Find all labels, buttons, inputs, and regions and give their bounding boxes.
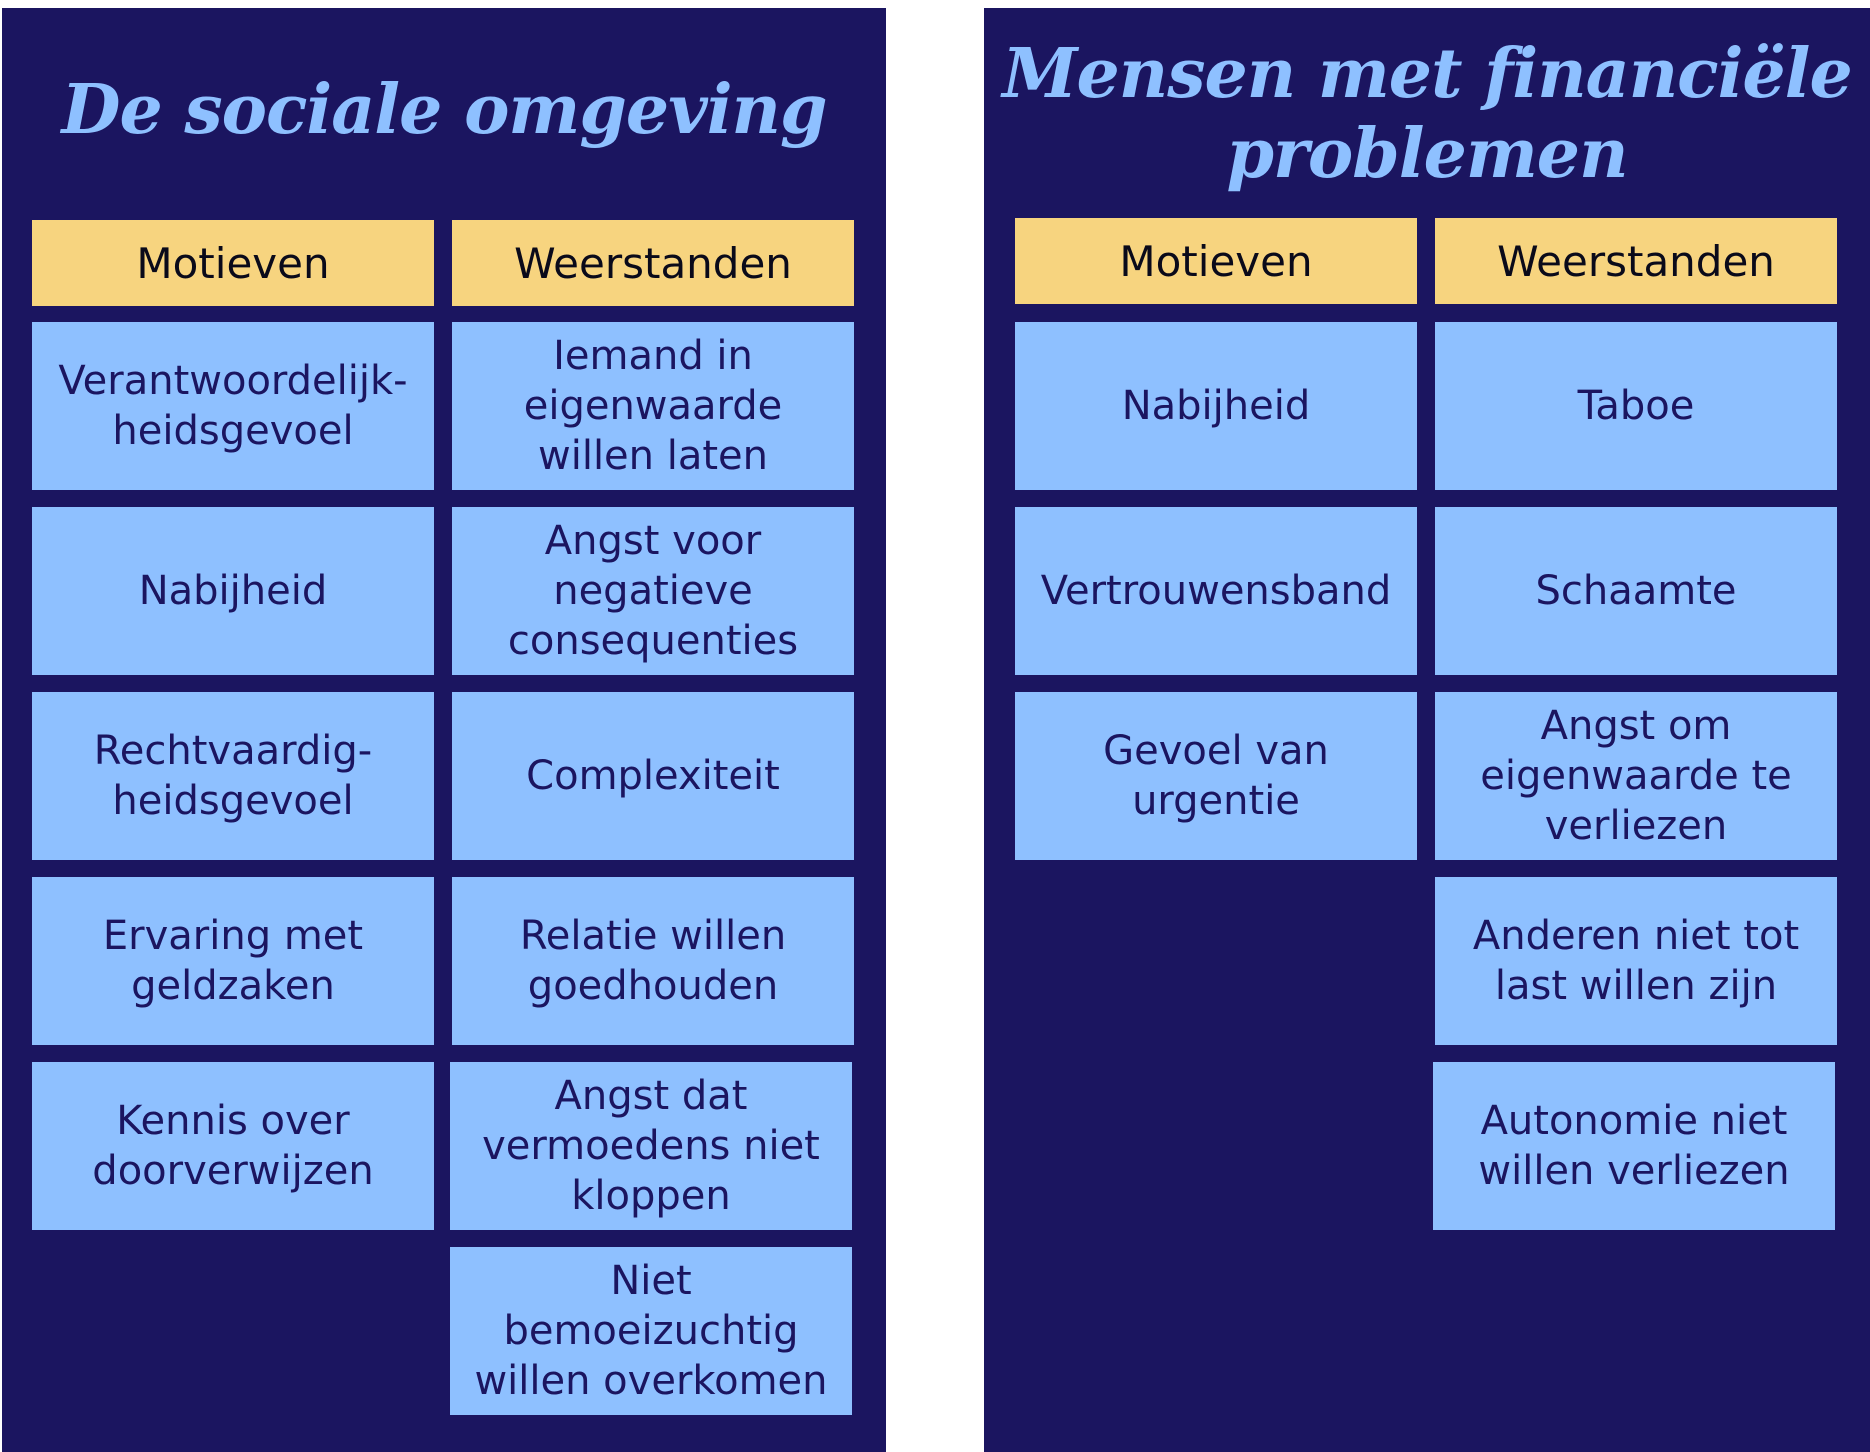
weerstand-card: Angst voor negatieve consequenties (452, 507, 854, 675)
motief-card: Gevoel van urgentie (1015, 692, 1417, 860)
motief-card: Ervaring met geldzaken (32, 877, 434, 1045)
weerstand-card: Schaamte (1435, 507, 1837, 675)
motief-card: Rechtvaardig-heidsgevoel (32, 692, 434, 860)
motief-card: Vertrouwensband (1015, 507, 1417, 675)
motief-card: Nabijheid (32, 507, 434, 675)
panel-title: De sociale omgeving (61, 70, 827, 150)
weerstand-card: Angst dat vermoedens niet kloppen (450, 1062, 852, 1230)
weerstand-card: Relatie willen goedhouden (452, 877, 854, 1045)
weerstand-card: Angst om eigenwaarde te verliezen (1435, 692, 1837, 860)
motief-card: Verantwoordelijk-heidsgevoel (32, 322, 434, 490)
header-weerstanden: Weerstanden (1435, 218, 1837, 304)
weerstand-card: Autonomie niet willen verliezen (1433, 1062, 1835, 1230)
panel-sociale-omgeving: De sociale omgeving Motieven Weerstanden… (2, 8, 886, 1452)
weerstand-card: Anderen niet tot last willen zijn (1435, 877, 1837, 1045)
motief-card: Kennis over doorverwijzen (32, 1062, 434, 1230)
weerstand-card: Taboe (1435, 322, 1837, 490)
panel-financiele-problemen: Mensen met financiële problemen Motieven… (984, 8, 1870, 1452)
weerstand-card: Iemand in eigenwaarde willen laten (452, 322, 854, 490)
motief-card: Nabijheid (1015, 322, 1417, 490)
header-weerstanden: Weerstanden (452, 220, 854, 306)
header-motieven: Motieven (1015, 218, 1417, 304)
panel-title: Mensen met financiële problemen (1002, 34, 1853, 194)
weerstand-card: Niet bemoeizuchtig willen overkomen (450, 1247, 852, 1415)
weerstand-card: Complexiteit (452, 692, 854, 860)
header-motieven: Motieven (32, 220, 434, 306)
